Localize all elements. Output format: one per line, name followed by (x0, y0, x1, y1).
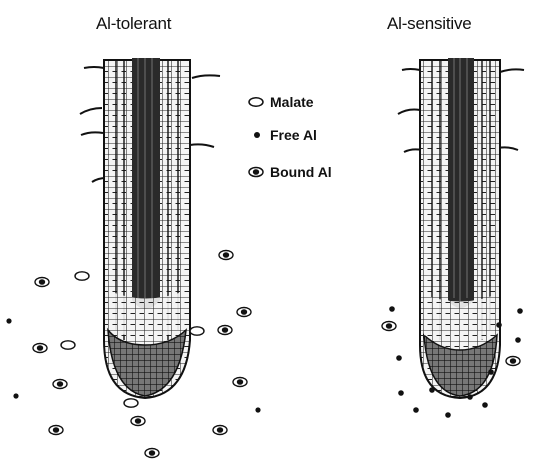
bound-al-icon (249, 168, 263, 177)
bound-al-particle (35, 278, 49, 287)
free-al-particle (398, 390, 404, 396)
free-al-icon (254, 132, 260, 138)
bound-al-particle (382, 322, 396, 331)
malate-particle (75, 272, 89, 280)
bound-al-particle (33, 344, 47, 353)
malate-icon (249, 98, 263, 106)
free-al-particle (389, 306, 395, 312)
bound-al-particle (53, 380, 67, 389)
right-root (398, 58, 524, 398)
bound-al-particle (213, 426, 227, 435)
left-root (80, 58, 220, 398)
free-al-particle (255, 407, 260, 412)
legend-label-free-al: Free Al (270, 127, 317, 143)
malate-particle (190, 327, 204, 335)
bound-al-particle (506, 357, 520, 366)
legend-label-malate: Malate (270, 94, 314, 110)
free-al-particle (488, 369, 494, 375)
bound-al-particle (219, 251, 233, 260)
free-al-particle (413, 407, 419, 413)
legend-symbols (249, 98, 263, 177)
bound-al-particle (218, 326, 232, 335)
bound-al-particle (131, 417, 145, 426)
malate-particle (124, 399, 138, 407)
free-al-particle (6, 318, 11, 323)
free-al-particle (445, 412, 451, 418)
free-al-particle (467, 394, 473, 400)
bound-al-particle (233, 378, 247, 387)
title-al-tolerant: Al-tolerant (96, 14, 171, 34)
free-al-particle (482, 402, 488, 408)
free-al-particle (13, 393, 18, 398)
free-al-particle (429, 387, 435, 393)
free-al-particle (496, 322, 502, 328)
malate-particle (61, 341, 75, 349)
legend-label-bound-al: Bound Al (270, 164, 332, 180)
free-al-particle (517, 308, 523, 314)
bound-al-particle (237, 308, 251, 317)
bound-al-particle (145, 449, 159, 458)
free-al-particle (396, 355, 402, 361)
title-al-sensitive: Al-sensitive (387, 14, 472, 34)
bound-al-particle (49, 426, 63, 435)
free-al-particle (515, 337, 521, 343)
